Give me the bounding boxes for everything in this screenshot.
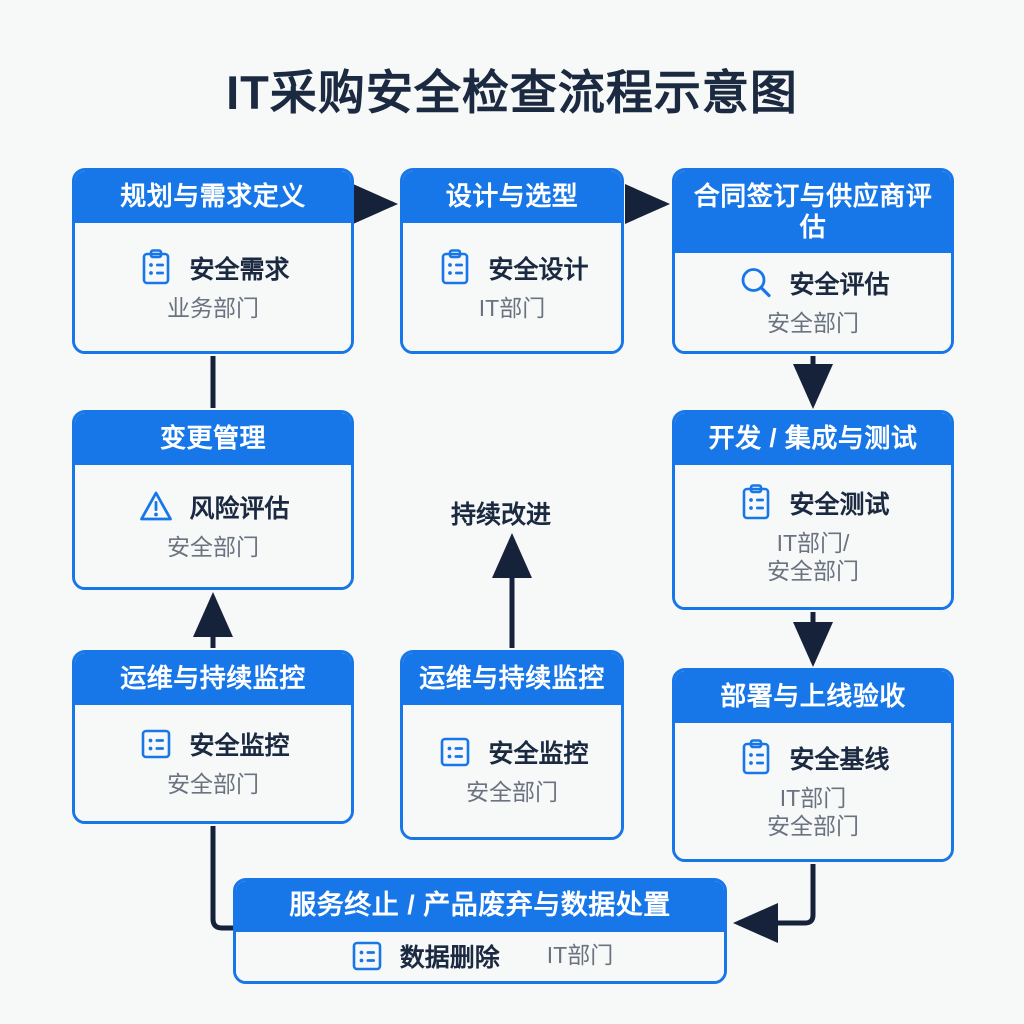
list-icon (142, 729, 171, 759)
node-design[interactable]: 设计与选型 安全设计 IT部门 (400, 168, 624, 354)
node-dev[interactable]: 开发 / 集成与测试 安全测试 IT部门/ 安全部门 (672, 410, 954, 610)
node-change-body: 风险评估 安全部门 (75, 464, 351, 587)
node-deploy-check-row: 安全基线 (736, 738, 890, 778)
node-plan-check-row: 安全需求 (136, 248, 290, 288)
node-change[interactable]: 变更管理 风险评估 安全部门 (72, 410, 354, 590)
node-contract-check-row: 安全评估 (736, 263, 890, 303)
node-ops-mid-body: 安全监控 安全部门 (403, 704, 621, 837)
page-title: IT采购安全检查流程示意图 (226, 66, 798, 119)
node-ops-mid-check: 安全监控 (488, 739, 589, 768)
node-design-body: 安全设计 IT部门 (403, 222, 621, 351)
list-icon (441, 737, 470, 767)
node-change-check: 风险评估 (189, 494, 290, 523)
node-design-check-row: 安全设计 (435, 248, 589, 288)
node-plan-check: 安全需求 (189, 255, 290, 284)
node-dev-header: 开发 / 集成与测试 (675, 413, 951, 465)
node-contract-body: 安全评估 安全部门 (675, 253, 951, 351)
node-deploy-header: 部署与上线验收 (675, 671, 951, 723)
list-icon (352, 941, 382, 971)
node-dev-owner: IT部门/ 安全部门 (767, 529, 859, 585)
node-deploy-body: 安全基线 IT部门 安全部门 (675, 722, 951, 859)
node-deploy-check: 安全基线 (789, 745, 890, 774)
node-dev-check-row: 安全测试 (736, 483, 890, 523)
clipboard-icon (743, 483, 770, 519)
node-contract-owner: 安全部门 (767, 310, 859, 337)
node-contract-check: 安全评估 (789, 271, 890, 300)
node-ops-mid[interactable]: 运维与持续监控 安全监控 安全部门 (400, 650, 624, 840)
node-ops-left[interactable]: 运维与持续监控 安全监控 安全部门 (72, 650, 354, 824)
node-plan-header: 规划与需求定义 (75, 171, 351, 223)
node-deploy[interactable]: 部署与上线验收 安全基线 IT部门 安全部门 (672, 668, 954, 862)
node-eol[interactable]: 服务终止 / 产品废弃与数据处置 数据删除 IT部门 (233, 878, 727, 984)
node-eol-check-row: 数据删除 IT部门 (347, 936, 613, 976)
node-dev-check: 安全测试 (789, 490, 890, 519)
node-ops-mid-header: 运维与持续监控 (403, 653, 621, 705)
node-plan-owner: 业务部门 (167, 294, 259, 321)
clipboard-icon (143, 249, 170, 285)
clipboard-icon (442, 249, 469, 285)
clipboard-icon (743, 738, 770, 774)
node-change-owner: 安全部门 (167, 533, 259, 560)
warning-icon (140, 491, 173, 521)
node-ops-left-check: 安全监控 (189, 731, 290, 760)
node-plan[interactable]: 规划与需求定义 安全需求 业务部门 (72, 168, 354, 354)
magnifier-icon (742, 268, 772, 298)
node-change-header: 变更管理 (75, 413, 351, 465)
node-design-header: 设计与选型 (403, 171, 621, 223)
node-plan-body: 安全需求 业务部门 (75, 222, 351, 351)
node-dev-body: 安全测试 IT部门/ 安全部门 (675, 464, 951, 607)
node-contract-header: 合同签订与供应商评估 (675, 171, 951, 254)
node-change-check-row: 风险评估 (136, 487, 290, 527)
node-design-owner: IT部门 (478, 294, 546, 321)
label-continuous-improvement: 持续改进 (451, 501, 552, 529)
node-eol-body: 数据删除 IT部门 (236, 931, 724, 981)
node-ops-left-owner: 安全部门 (167, 770, 259, 797)
node-ops-left-check-row: 安全监控 (136, 724, 290, 764)
node-eol-owner: IT部门 (546, 942, 614, 969)
node-ops-left-header: 运维与持续监控 (75, 653, 351, 705)
node-eol-check: 数据删除 (399, 943, 500, 972)
node-deploy-owner: IT部门 安全部门 (767, 784, 859, 840)
connector-eol-to-ops-left (210, 826, 233, 931)
node-design-check: 安全设计 (488, 255, 589, 284)
node-ops-mid-owner: 安全部门 (466, 778, 558, 805)
connector-deploy-to-eol (733, 864, 816, 943)
node-ops-mid-check-row: 安全监控 (435, 732, 589, 772)
node-eol-header: 服务终止 / 产品废弃与数据处置 (236, 881, 724, 932)
node-ops-left-body: 安全监控 安全部门 (75, 704, 351, 821)
node-contract[interactable]: 合同签订与供应商评估 安全评估 安全部门 (672, 168, 954, 354)
